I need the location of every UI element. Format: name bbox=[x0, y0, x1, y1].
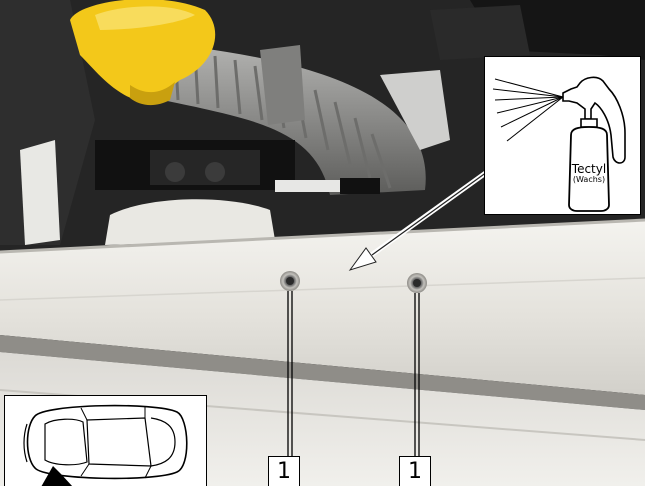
callout-label-1a: 1 bbox=[268, 456, 300, 486]
panel-hole-1 bbox=[280, 271, 300, 291]
product-subtitle: (Wachs) bbox=[572, 175, 606, 184]
leader-line-2 bbox=[414, 293, 420, 456]
engine-components bbox=[20, 140, 380, 245]
product-name: Tectyl bbox=[571, 162, 607, 176]
spray-mist-lines bbox=[492, 78, 564, 142]
callout-label-1b: 1 bbox=[399, 456, 431, 486]
car-top-view-icon bbox=[23, 404, 188, 486]
pointer-arrow bbox=[348, 169, 489, 271]
spray-can-icon bbox=[492, 76, 626, 212]
car-location-inset bbox=[4, 395, 207, 486]
panel-hole-2 bbox=[407, 273, 427, 293]
washer-fluid-cap bbox=[70, 0, 216, 106]
location-arrow-icon bbox=[41, 466, 73, 486]
leader-line-1 bbox=[287, 291, 293, 456]
body-panel bbox=[0, 220, 645, 395]
air-intake-hose bbox=[140, 40, 426, 195]
spray-can-inset: Tectyl (Wachs) bbox=[484, 56, 641, 215]
